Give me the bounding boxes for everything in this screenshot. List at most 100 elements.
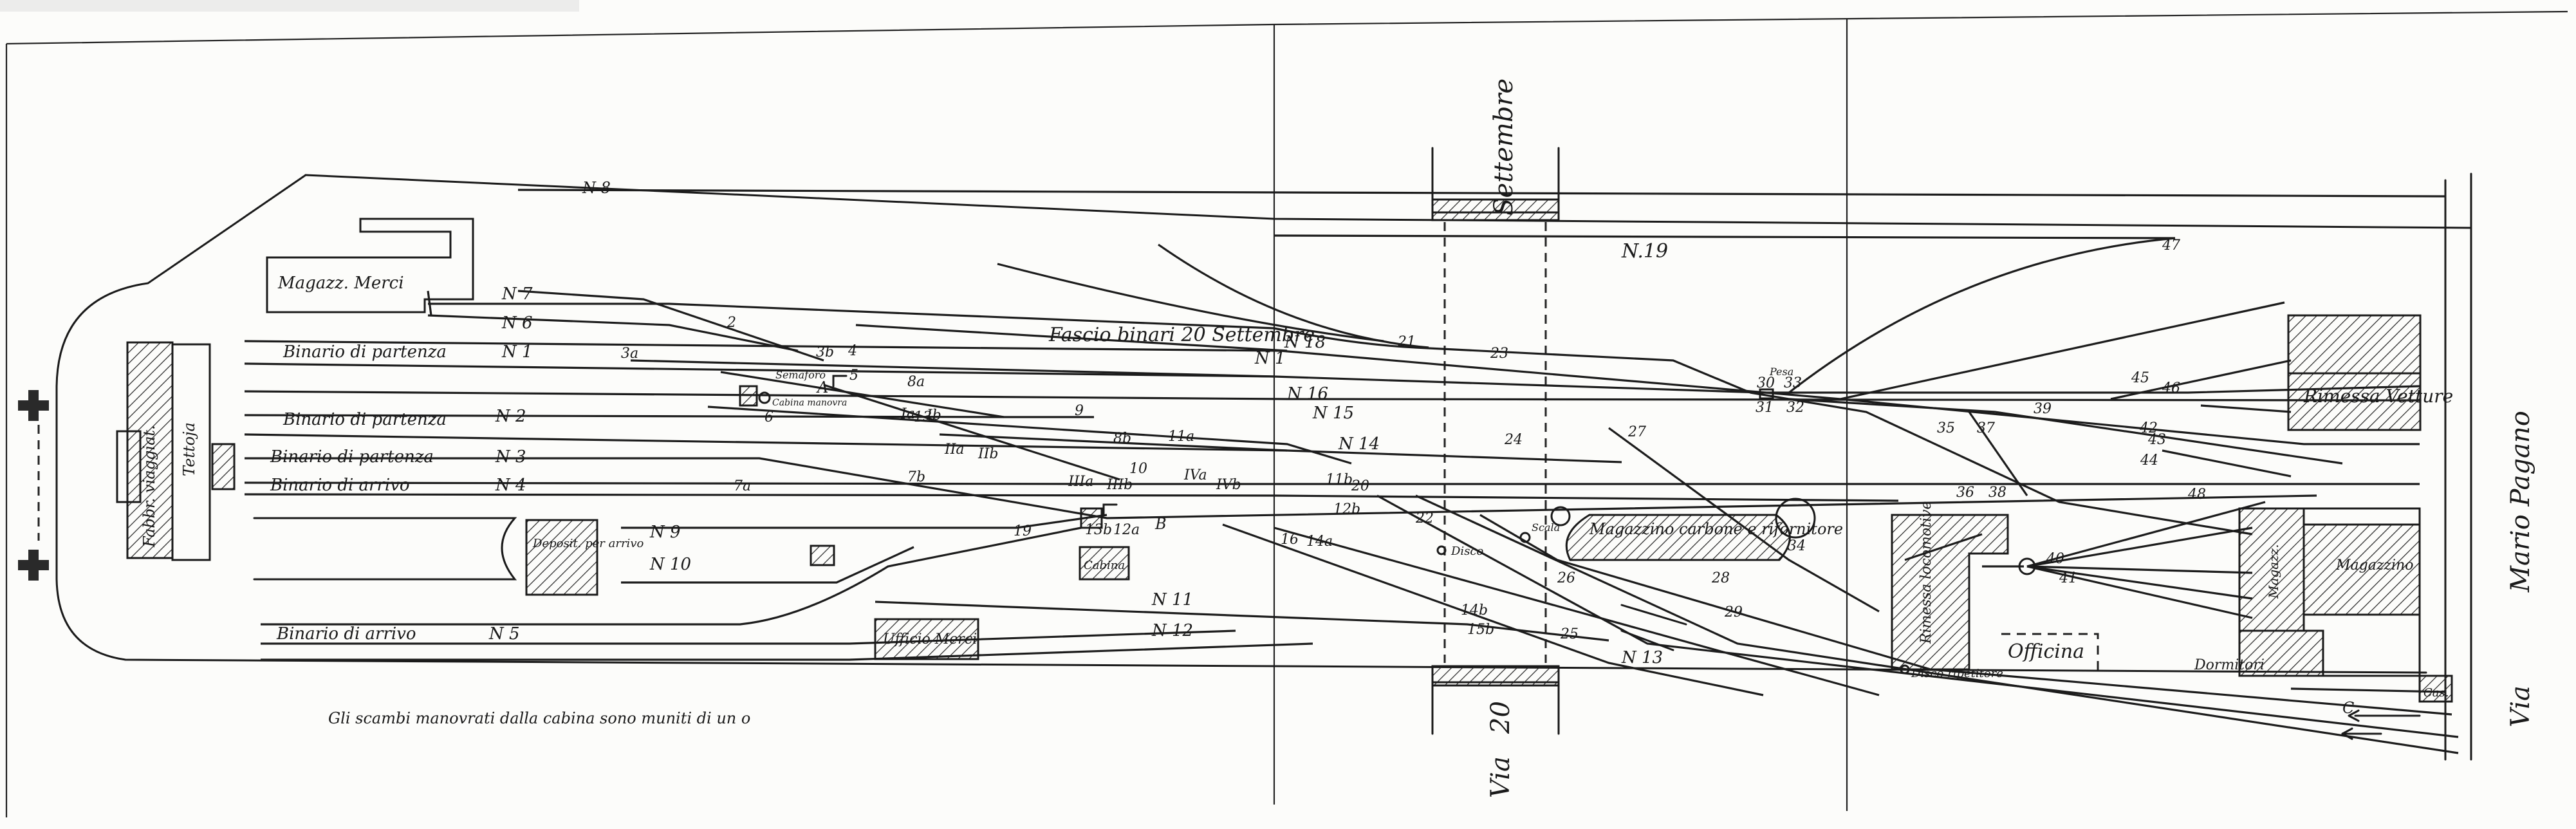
switch-Ib: Ib: [926, 407, 941, 424]
switch-25: 25: [1560, 626, 1579, 642]
switch-38: 38: [1988, 485, 2006, 501]
switch-12b: 12b: [1333, 501, 1360, 517]
bridge-via-20-settembre: [1431, 147, 1560, 735]
switch-28: 28: [1711, 570, 1730, 586]
switch-14b: 14b: [1461, 602, 1488, 619]
switch-42: 42: [2139, 420, 2158, 436]
track-n19: N.19: [1621, 240, 1668, 263]
switch-30: 30: [1757, 375, 1775, 391]
track-n5: N 5: [488, 624, 520, 644]
label-a: A: [816, 378, 828, 396]
track-n11: N 11: [1151, 590, 1193, 610]
switch-27: 27: [1627, 424, 1646, 440]
track-n16: N 16: [1286, 384, 1328, 404]
switch-47: 47: [2162, 238, 2180, 254]
label-fascio-binari: Fascio binari 20 Settembre: [1048, 324, 1315, 346]
track-n13: N 13: [1621, 648, 1663, 667]
label-c: C: [2342, 699, 2354, 717]
label-magazzino-carbone: Magazzino carbone e rifornitore: [1589, 520, 1843, 538]
switch-IVb: IVb: [1216, 477, 1241, 493]
label-ufficio: Ufficio Merci: [883, 631, 977, 647]
switch-7a: 7a: [734, 478, 751, 494]
switch-IIIa: IIIa: [1068, 474, 1093, 490]
switch-46: 46: [2162, 380, 2180, 396]
street-via-20-num: 20: [1486, 701, 1515, 734]
switch-3b: 3b: [816, 344, 834, 360]
caption-note: Gli scambi manovrati dalla cabina sono m…: [328, 709, 750, 727]
label-casello: Cas.: [2423, 686, 2449, 700]
switch-45: 45: [2131, 370, 2149, 386]
switch-36: 36: [1956, 485, 1974, 501]
switch-5: 5: [849, 368, 858, 384]
track-n6: N 6: [501, 313, 533, 333]
street-mario-pagano: Mario Pagano: [2506, 411, 2535, 593]
switch-48: 48: [2187, 487, 2206, 503]
label-disco: Disco: [1450, 545, 1484, 558]
label-semaforo: Semaforo: [775, 369, 826, 381]
switch-Ia: Ia: [900, 406, 915, 422]
label-scala: Scala: [1532, 521, 1560, 534]
label-depositi: Deposit. per arrivo: [532, 537, 644, 550]
switch-8b: 8b: [1113, 431, 1131, 447]
signal-marks: [758, 375, 2421, 740]
switch-14a: 14a: [1306, 534, 1333, 550]
label-disco-ripetitore: Disco ripetitore: [1911, 667, 2003, 680]
switch-37: 37: [1977, 420, 1995, 436]
label-rimessa-locomotive: Rimessa locomotive: [1918, 501, 1934, 644]
track-n2: N 2: [495, 407, 526, 426]
track-n18: N 18: [1284, 333, 1326, 352]
switch-34: 34: [1788, 538, 1806, 554]
switch-40: 40: [2046, 551, 2064, 567]
track-labels: Binario di partenza Binario di partenza …: [270, 179, 1668, 667]
switch-13b: 13b: [1085, 522, 1112, 538]
station-perimeter: [55, 172, 2472, 761]
switch-10: 10: [1129, 461, 1147, 477]
track-n4: N 4: [495, 476, 526, 495]
track-n10: N 10: [649, 555, 691, 574]
switch-29: 29: [1724, 604, 1743, 620]
switch-IIb: IIb: [978, 446, 998, 462]
switch-7b: 7b: [907, 469, 925, 485]
track-n1: N 1: [501, 342, 533, 362]
label-dormitori: Dormitori: [2194, 657, 2265, 673]
switch-2: 2: [727, 315, 736, 331]
label-pesa: Pesa: [1769, 366, 1793, 378]
label-binario-partenza-1: Binario di partenza: [283, 342, 447, 362]
track-n12: N 12: [1151, 621, 1193, 640]
switch-15b: 15b: [1467, 622, 1494, 638]
switch-43: 43: [2147, 432, 2166, 448]
switch-21: 21: [1397, 334, 1416, 350]
label-officina: Officina: [2008, 640, 2084, 663]
street-via-20: Via: [1486, 756, 1515, 798]
label-cabina: Cabina: [1084, 559, 1125, 572]
switch-11a: 11a: [1168, 429, 1194, 445]
terminal-markers: [18, 390, 49, 581]
track-n15: N 15: [1312, 404, 1354, 423]
switch-6: 6: [764, 409, 774, 425]
switch-31: 31: [1756, 400, 1774, 416]
label-magazzino: Magazzino: [2335, 557, 2413, 573]
switch-numbers: 2 3a 3b 4 5 6 7a 7b 8a 8b 9 10 11a 11b 1…: [621, 238, 2206, 642]
street-settembre: Settembre: [1489, 79, 1519, 216]
switch-13: 13: [914, 409, 932, 425]
switch-33: 33: [1784, 375, 1802, 391]
switch-26: 26: [1557, 570, 1575, 586]
label-binario-partenza-3: Binario di partenza: [270, 447, 434, 467]
label-binario-arrivo-5: Binario di arrivo: [276, 624, 416, 644]
label-magazzino-merci: Magazz. Merci: [277, 274, 404, 293]
switch-11b: 11b: [1326, 472, 1353, 488]
switch-8a: 8a: [907, 374, 925, 390]
tracks: [244, 189, 2459, 754]
track-n14: N 14: [1338, 434, 1380, 454]
switch-IIIb: IIIb: [1106, 477, 1133, 493]
switch-3a: 3a: [621, 346, 638, 362]
label-binario-arrivo-4: Binario di arrivo: [270, 476, 410, 495]
track-n3: N 3: [495, 447, 526, 467]
label-fabbricato: Fabbr. viaggiat.: [140, 425, 158, 548]
switch-12a: 12a: [1113, 522, 1140, 538]
label-binario-partenza-2: Binario di partenza: [283, 410, 447, 429]
switch-23: 23: [1490, 346, 1508, 362]
switch-35: 35: [1937, 420, 1955, 436]
